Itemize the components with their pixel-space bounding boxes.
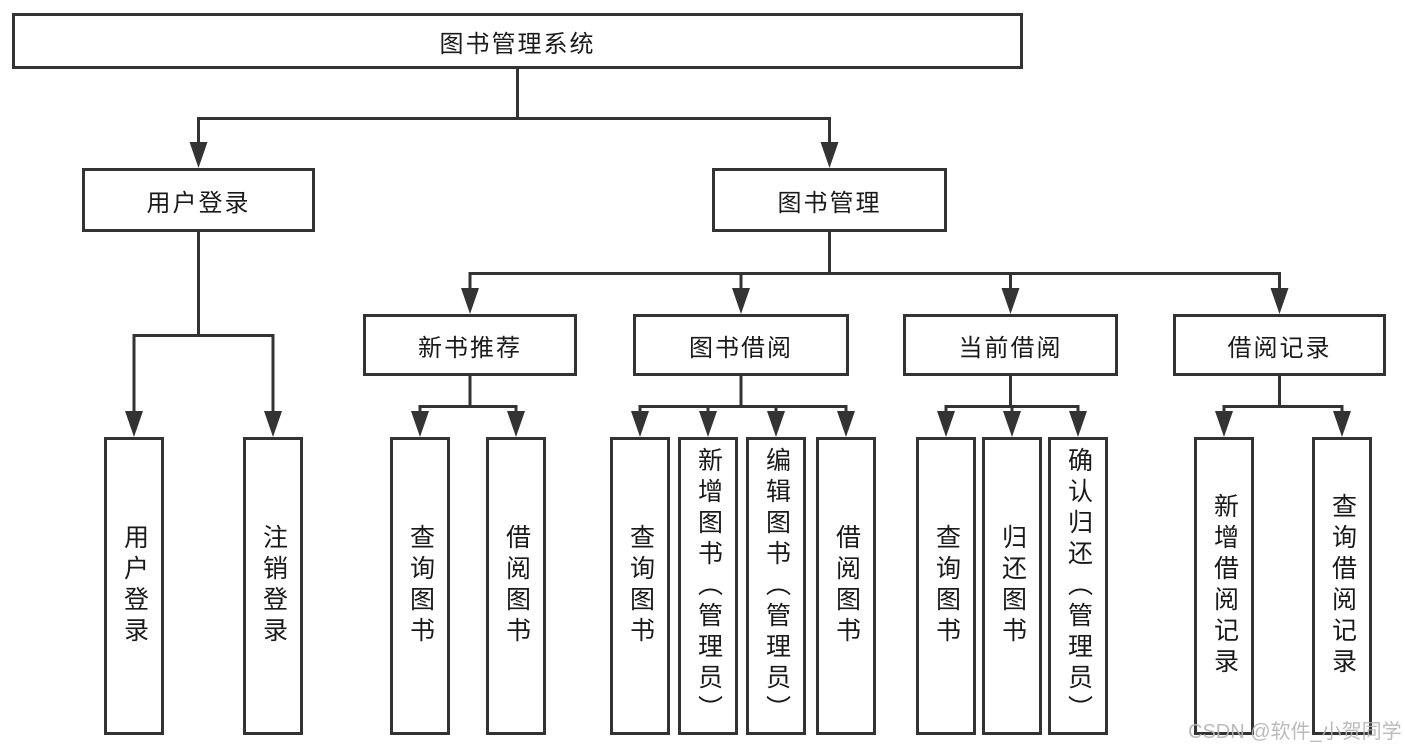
arrow-to-borrow-records xyxy=(1270,288,1289,314)
arrow-to-new-book-rec xyxy=(461,288,479,314)
leaf-logout: 注销登录 xyxy=(243,437,303,735)
leaf-add-borrow-record: 新增借阅记录 xyxy=(1194,437,1254,735)
node-user-login: 用户登录 xyxy=(82,168,315,232)
leaf-confirm-return-admin: 确认归还（管理员） xyxy=(1048,437,1108,735)
arrow-to-current-borrow xyxy=(1001,288,1020,314)
leaf-query-books-1: 查询图书 xyxy=(390,437,450,735)
leaf-label: 查询借阅记录 xyxy=(1328,493,1357,679)
leaf-label: 归还图书 xyxy=(998,524,1027,648)
arrow-to-leaf-query-books-1 xyxy=(411,411,429,437)
connector-segments xyxy=(132,69,1344,415)
connector-book-mgmt-to-level3 xyxy=(468,232,1281,292)
connector-user-login-to-leaves xyxy=(132,232,275,415)
leaf-label: 确认归还（管理员） xyxy=(1064,446,1093,726)
arrow-to-leaf-query-borrow-record xyxy=(1333,411,1351,437)
arrow-to-leaf-borrow-books-1 xyxy=(507,411,525,437)
leaf-borrow-books-1: 借阅图书 xyxy=(486,437,546,735)
leaf-edit-books-admin: 编辑图书（管理员） xyxy=(746,437,806,735)
leaf-label: 借阅图书 xyxy=(502,524,531,648)
leaf-query-books-3: 查询图书 xyxy=(916,437,976,735)
leaf-label: 查询图书 xyxy=(932,524,961,648)
connector-root-to-level2 xyxy=(197,69,831,146)
leaf-return-books: 归还图书 xyxy=(982,437,1042,735)
leaf-label: 编辑图书（管理员） xyxy=(762,446,791,726)
node-book-management: 图书管理 xyxy=(712,168,947,232)
arrow-to-leaf-add-books xyxy=(699,411,717,437)
leaf-label: 借阅图书 xyxy=(832,524,861,648)
arrow-to-user-login xyxy=(189,142,208,168)
arrow-to-leaf-user-login xyxy=(125,411,143,437)
arrow-to-leaf-edit-books xyxy=(767,411,785,437)
arrow-to-leaf-borrow-books-2 xyxy=(837,411,855,437)
leaf-label: 注销登录 xyxy=(259,524,288,648)
leaf-label: 查询图书 xyxy=(626,524,655,648)
leaf-query-borrow-record: 查询借阅记录 xyxy=(1312,437,1372,735)
arrow-to-book-borrow xyxy=(732,288,750,314)
arrowheads xyxy=(125,142,1351,437)
leaf-label: 新增借阅记录 xyxy=(1210,493,1239,679)
connector-book-borrow-to-leaves xyxy=(638,376,848,415)
leaf-borrow-books-2: 借阅图书 xyxy=(816,437,876,735)
leaf-label: 查询图书 xyxy=(406,524,435,648)
arrow-to-leaf-query-books-3 xyxy=(937,411,955,437)
leaf-label: 新增图书（管理员） xyxy=(694,446,723,726)
connector-current-borrow-to-leaves xyxy=(944,376,1080,415)
node-root-system: 图书管理系统 xyxy=(12,13,1023,69)
arrow-to-leaf-confirm-return xyxy=(1069,411,1087,437)
arrow-to-leaf-return-books xyxy=(1003,411,1021,437)
arrow-to-leaf-add-borrow-record xyxy=(1215,411,1233,437)
node-new-book-recommend: 新书推荐 xyxy=(363,314,577,376)
arrow-to-book-mgmt xyxy=(820,142,839,168)
node-borrow-records: 借阅记录 xyxy=(1173,314,1386,376)
leaf-query-books-2: 查询图书 xyxy=(610,437,670,735)
connector-new-book-rec-to-leaves xyxy=(418,376,518,415)
leaf-user-login: 用户登录 xyxy=(104,437,164,735)
node-book-borrow: 图书借阅 xyxy=(633,314,849,376)
arrow-to-leaf-logout xyxy=(264,411,282,437)
watermark: CSDN @软件_小贺同学 xyxy=(1188,721,1402,743)
leaf-add-books-admin: 新增图书（管理员） xyxy=(678,437,738,735)
arrow-to-leaf-query-books-2 xyxy=(631,411,649,437)
connector-borrow-records-to-leaves xyxy=(1222,376,1344,415)
node-current-borrow: 当前借阅 xyxy=(903,314,1118,376)
leaf-label: 用户登录 xyxy=(120,524,149,648)
